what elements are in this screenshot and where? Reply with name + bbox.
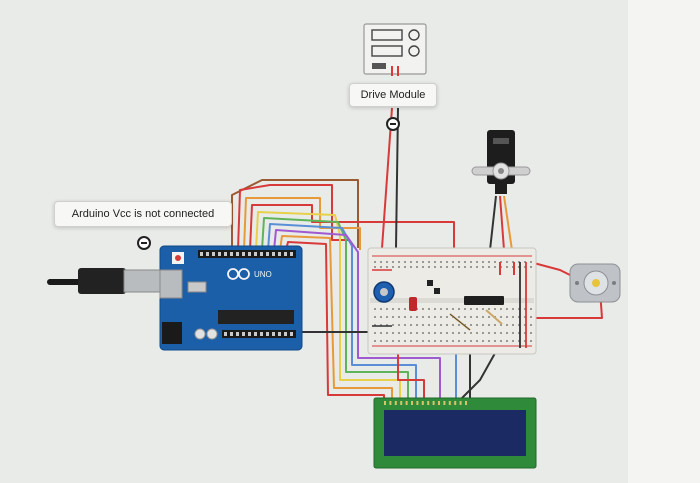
servo-motor[interactable] — [471, 130, 531, 194]
error-icon[interactable] — [386, 117, 400, 131]
arduino-uno[interactable] — [159, 245, 303, 351]
arduino-logo-icon — [227, 268, 250, 280]
drive-module[interactable] — [363, 23, 427, 76]
lcd-pins — [384, 401, 467, 405]
lcd-display[interactable] — [373, 397, 537, 469]
wires — [231, 107, 603, 399]
header-pins — [200, 252, 293, 336]
vcc-warning-tooltip: Arduino Vcc is not connected — [54, 201, 232, 227]
usb-cable-icon — [47, 268, 161, 294]
push-button[interactable] — [427, 280, 433, 286]
ic-chip[interactable] — [464, 296, 504, 305]
drive-module-label: Drive Module — [349, 83, 437, 107]
canvas-edge — [628, 0, 700, 483]
led[interactable] — [409, 297, 417, 311]
error-icon[interactable] — [137, 236, 151, 250]
dc-motor-icon[interactable] — [569, 263, 621, 303]
breadboard[interactable] — [367, 247, 537, 355]
board-logo-text: UNO — [254, 270, 272, 279]
